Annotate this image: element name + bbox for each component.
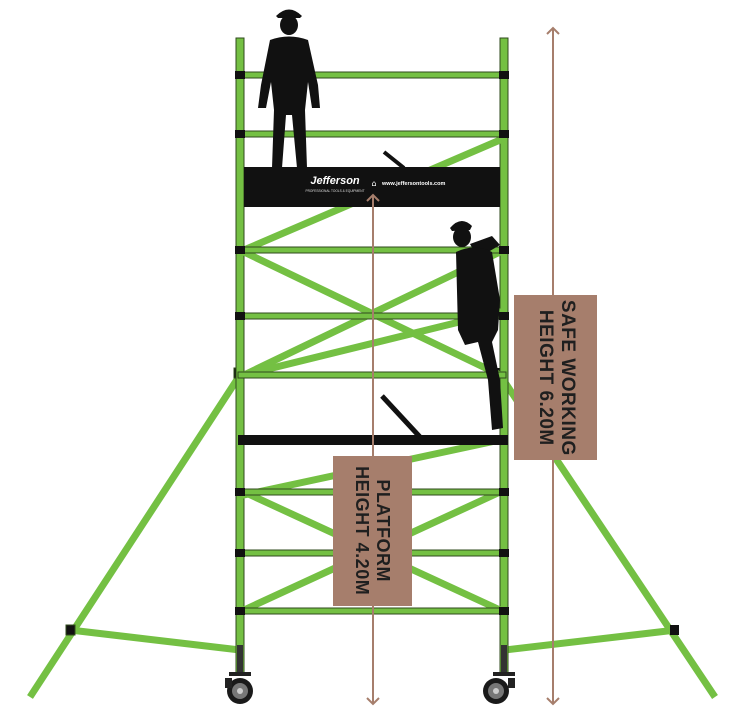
joint-clips	[235, 71, 509, 615]
platform-label-line2: HEIGHT 4.20M	[352, 466, 373, 596]
home-icon: ⌂	[371, 179, 376, 188]
worker-standing-silhouette	[258, 9, 320, 168]
worker-climbing-silhouette	[450, 220, 503, 430]
safe-working-height-label: SAFE WORKING HEIGHT 6.20M	[514, 295, 597, 460]
outrigger-left	[27, 367, 245, 699]
safe-working-label-line1: SAFE WORKING	[556, 299, 578, 456]
castor-right	[483, 645, 515, 704]
brand-logo: Jefferson	[310, 175, 360, 187]
brand-tagline: PROFESSIONAL TOOLS & EQUIPMENT	[305, 189, 364, 193]
safe-working-label-line2: HEIGHT 6.20M	[534, 309, 556, 446]
platform-height-label: PLATFORM HEIGHT 4.20M	[333, 456, 412, 606]
castor-left	[225, 645, 253, 704]
brand-website: www.jeffersontools.com	[381, 181, 445, 187]
platform-label-line1: PLATFORM	[373, 479, 394, 583]
brand-plate: Jefferson PROFESSIONAL TOOLS & EQUIPMENT…	[305, 175, 445, 193]
